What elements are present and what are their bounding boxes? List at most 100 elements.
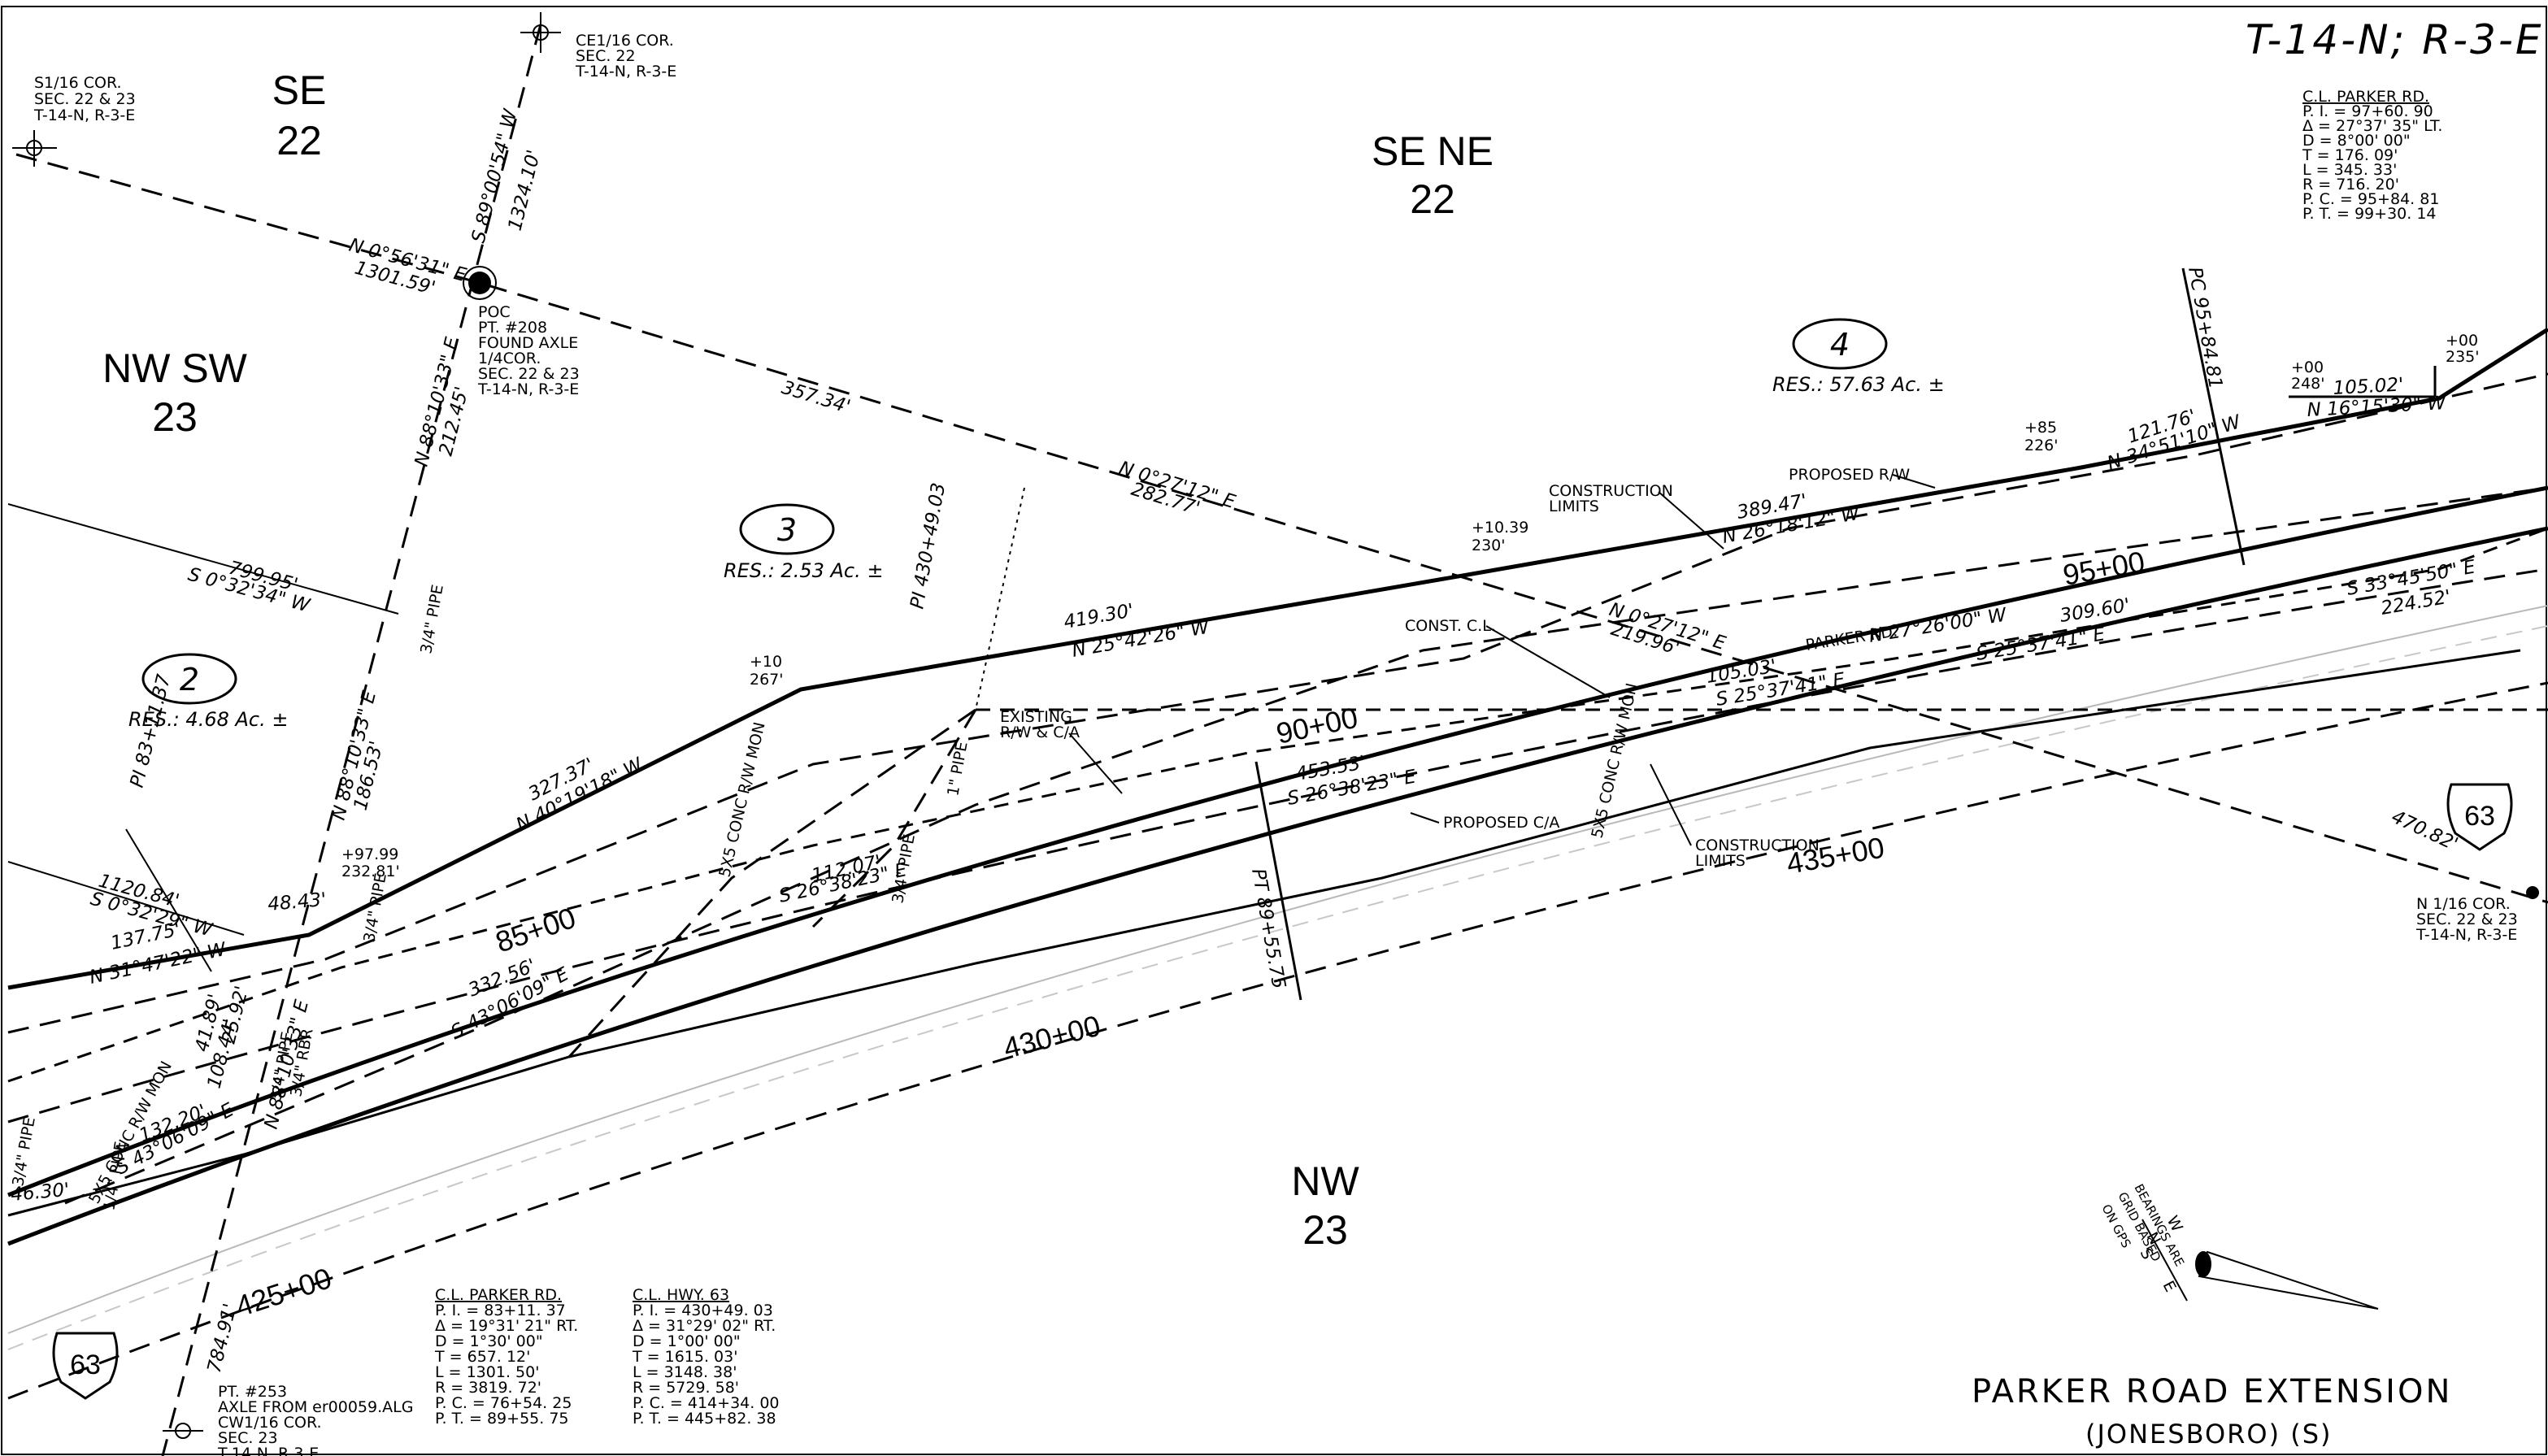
svg-text:1324.10': 1324.10' bbox=[505, 148, 546, 233]
svg-text:RES.: 57.63 Ac. ±: RES.: 57.63 Ac. ± bbox=[1772, 373, 1945, 396]
svg-text:R = 3819. 72': R = 3819. 72' bbox=[435, 1379, 541, 1397]
svg-text:+97.99: +97.99 bbox=[341, 845, 398, 863]
svg-text:+85: +85 bbox=[2024, 419, 2057, 437]
svg-text:48.43': 48.43' bbox=[267, 889, 327, 915]
svg-text:P. T. = 99+30. 14: P. T. = 99+30. 14 bbox=[2302, 205, 2437, 223]
parker-road-lines bbox=[7, 327, 2548, 1217]
svg-text:C.L. PARKER RD.: C.L. PARKER RD. bbox=[435, 1286, 562, 1304]
svg-text:226': 226' bbox=[2024, 437, 2059, 454]
svg-text:P. I. = 97+60. 90: P. I. = 97+60. 90 bbox=[2302, 102, 2433, 120]
svg-text:RES.: 2.53 Ac. ±: RES.: 2.53 Ac. ± bbox=[724, 559, 883, 582]
svg-text:+00: +00 bbox=[2291, 359, 2324, 376]
svg-text:LIMITS: LIMITS bbox=[1695, 852, 1746, 870]
svg-text:PI 430+49.03: PI 430+49.03 bbox=[907, 481, 950, 611]
svg-text:T = 176. 09': T = 176. 09' bbox=[2302, 146, 2398, 164]
svg-text:63: 63 bbox=[70, 1350, 101, 1380]
parcel-4: 4 RES.: 57.63 Ac. ± bbox=[1772, 318, 1945, 396]
svg-text:SEC. 23: SEC. 23 bbox=[218, 1429, 278, 1447]
svg-text:CW1/16 COR.: CW1/16 COR. bbox=[218, 1414, 322, 1432]
svg-text:S 25°37'41" E: S 25°37'41" E bbox=[1975, 624, 2107, 665]
svg-text:RES.: 4.68 Ac. ±: RES.: 4.68 Ac. ± bbox=[128, 708, 288, 731]
svg-text:P. C. = 95+84. 81: P. C. = 95+84. 81 bbox=[2302, 190, 2439, 208]
section-nwsw23-b: 23 bbox=[152, 394, 198, 440]
svg-text:25.92': 25.92' bbox=[219, 984, 254, 1045]
svg-text:PC 95+84.81: PC 95+84.81 bbox=[2184, 266, 2226, 391]
svg-text:N 1/16 COR.: N 1/16 COR. bbox=[2416, 895, 2511, 913]
corner-label-s116: S1/16 COR. SEC. 22 & 23 T-14-N, R-3-E bbox=[33, 74, 136, 124]
svg-text:N 31°47'22" W: N 31°47'22" W bbox=[88, 939, 229, 989]
svg-text:430+00: 430+00 bbox=[1000, 1009, 1103, 1065]
svg-text:T-14-N, R-3-E: T-14-N, R-3-E bbox=[477, 380, 579, 398]
township-range: T-14-N; R-3-E bbox=[2246, 16, 2544, 63]
svg-text:P. I. = 430+49. 03: P. I. = 430+49. 03 bbox=[633, 1302, 773, 1319]
svg-text:105.02': 105.02' bbox=[2333, 374, 2404, 399]
svg-text:D = 1°00' 00": D = 1°00' 00" bbox=[633, 1332, 741, 1350]
svg-text:D = 1°30' 00": D = 1°30' 00" bbox=[435, 1332, 543, 1350]
svg-text:EXISTING: EXISTING bbox=[1000, 708, 1072, 726]
svg-text:P. C. = 76+54. 25: P. C. = 76+54. 25 bbox=[435, 1394, 572, 1412]
svg-text:3: 3 bbox=[777, 512, 797, 548]
svg-text:P. T. = 445+82. 38: P. T. = 445+82. 38 bbox=[633, 1410, 776, 1428]
svg-text:SEC. 22 & 23: SEC. 22 & 23 bbox=[34, 90, 136, 108]
svg-text:L = 345. 33': L = 345. 33' bbox=[2302, 161, 2397, 179]
svg-text:CE1/16 COR.: CE1/16 COR. bbox=[576, 32, 674, 50]
corner-label-n116: N 1/16 COR. SEC. 22 & 23 T-14-N, R-3-E bbox=[2415, 895, 2518, 944]
svg-text:3/4" PIPE: 3/4" PIPE bbox=[417, 583, 447, 654]
corner-symbols bbox=[12, 12, 2539, 1439]
svg-text:230': 230' bbox=[1472, 537, 1506, 554]
svg-text:CONSTRUCTION: CONSTRUCTION bbox=[1695, 837, 1820, 854]
section-se22-b: 22 bbox=[276, 118, 322, 163]
svg-text:LIMITS: LIMITS bbox=[1549, 498, 1599, 515]
parcel-3: 3 RES.: 2.53 Ac. ± bbox=[724, 503, 883, 582]
svg-text:R = 5729. 58': R = 5729. 58' bbox=[633, 1379, 739, 1397]
sheet-title: PARKER ROAD EXTENSION bbox=[1972, 1373, 2452, 1410]
svg-text:L = 1301. 50': L = 1301. 50' bbox=[435, 1363, 539, 1381]
svg-text:SEC. 22 & 23: SEC. 22 & 23 bbox=[478, 365, 580, 383]
svg-text:PROPOSED R/W: PROPOSED R/W bbox=[1789, 466, 1910, 484]
svg-text:C.L. PARKER RD.: C.L. PARKER RD. bbox=[2302, 88, 2429, 106]
offset-labels: +10 267' +97.99 232.81' +10.39 230' +85 … bbox=[341, 332, 2480, 880]
svg-text:R = 716. 20': R = 716. 20' bbox=[2302, 176, 2399, 193]
svg-text:N 27°26'00" W: N 27°26'00" W bbox=[1868, 604, 2009, 647]
section-sene22-b: 22 bbox=[1410, 176, 1455, 222]
svg-text:235': 235' bbox=[2446, 348, 2480, 366]
svg-text:T-14-N, R-3-E: T-14-N, R-3-E bbox=[33, 106, 135, 124]
svg-text:T = 1615. 03': T = 1615. 03' bbox=[632, 1348, 737, 1366]
svg-text:85+00: 85+00 bbox=[491, 901, 580, 959]
svg-text:T-14-N, R-3-E: T-14-N, R-3-E bbox=[575, 63, 676, 80]
svg-text:2: 2 bbox=[180, 662, 199, 698]
curve-table-parker: C.L. PARKER RD. P. I. = 83+11. 37 Δ = 19… bbox=[434, 1286, 578, 1428]
svg-text:CONST. C.L.: CONST. C.L. bbox=[1405, 617, 1496, 635]
svg-text:PT. #253: PT. #253 bbox=[218, 1383, 287, 1401]
svg-text:267': 267' bbox=[750, 671, 784, 689]
svg-text:95+00: 95+00 bbox=[2060, 545, 2147, 592]
svg-text:PROPOSED C/A: PROPOSED C/A bbox=[1443, 814, 1559, 832]
svg-text:SEC. 22: SEC. 22 bbox=[576, 47, 636, 65]
svg-text:L = 3148. 38': L = 3148. 38' bbox=[633, 1363, 737, 1381]
svg-text:D = 8°00' 00": D = 8°00' 00" bbox=[2302, 132, 2411, 150]
svg-text:PT 89+55.75: PT 89+55.75 bbox=[1247, 867, 1289, 991]
svg-text:P. T. = 89+55. 75: P. T. = 89+55. 75 bbox=[435, 1410, 569, 1428]
svg-text:P. I. = 83+11. 37: P. I. = 83+11. 37 bbox=[435, 1302, 566, 1319]
sheet-subtitle: (JONESBORO) (S) bbox=[2085, 1419, 2333, 1449]
parcel-2: 2 RES.: 4.68 Ac. ± bbox=[128, 653, 288, 731]
corner-label-poc: POC PT. #208 FOUND AXLE 1/4COR. SEC. 22 … bbox=[477, 303, 580, 398]
highway-63-lines bbox=[7, 485, 2548, 1400]
svg-text:AXLE FROM er00059.ALG: AXLE FROM er00059.ALG bbox=[218, 1398, 413, 1416]
svg-text:Δ = 27°37' 35" LT.: Δ = 27°37' 35" LT. bbox=[2302, 117, 2442, 135]
corner-label-pt253: PT. #253 AXLE FROM er00059.ALG CW1/16 CO… bbox=[217, 1383, 413, 1456]
svg-text:248': 248' bbox=[2291, 375, 2325, 393]
svg-text:SEC. 22 & 23: SEC. 22 & 23 bbox=[2416, 911, 2518, 928]
north-arrow-icon: W N S E BEARINGS ARE GRID BASED ON GPS bbox=[2098, 1181, 2379, 1310]
svg-text:C.L. HWY. 63: C.L. HWY. 63 bbox=[633, 1286, 729, 1304]
svg-text:POC: POC bbox=[478, 303, 511, 321]
svg-text:Δ = 19°31' 21" RT.: Δ = 19°31' 21" RT. bbox=[435, 1317, 578, 1335]
svg-text:3/4" PIPE: 3/4" PIPE bbox=[9, 1115, 39, 1187]
svg-text:470.82': 470.82' bbox=[2388, 806, 2461, 855]
svg-text:T = 657. 12': T = 657. 12' bbox=[434, 1348, 530, 1366]
svg-text:PT. #208: PT. #208 bbox=[478, 319, 547, 337]
svg-text:419.30': 419.30' bbox=[1063, 600, 1136, 633]
curve-table-top: C.L. PARKER RD. P. I. = 97+60. 90 Δ = 27… bbox=[2302, 88, 2442, 223]
corner-label-ce116: CE1/16 COR. SEC. 22 T-14-N, R-3-E bbox=[575, 32, 676, 80]
